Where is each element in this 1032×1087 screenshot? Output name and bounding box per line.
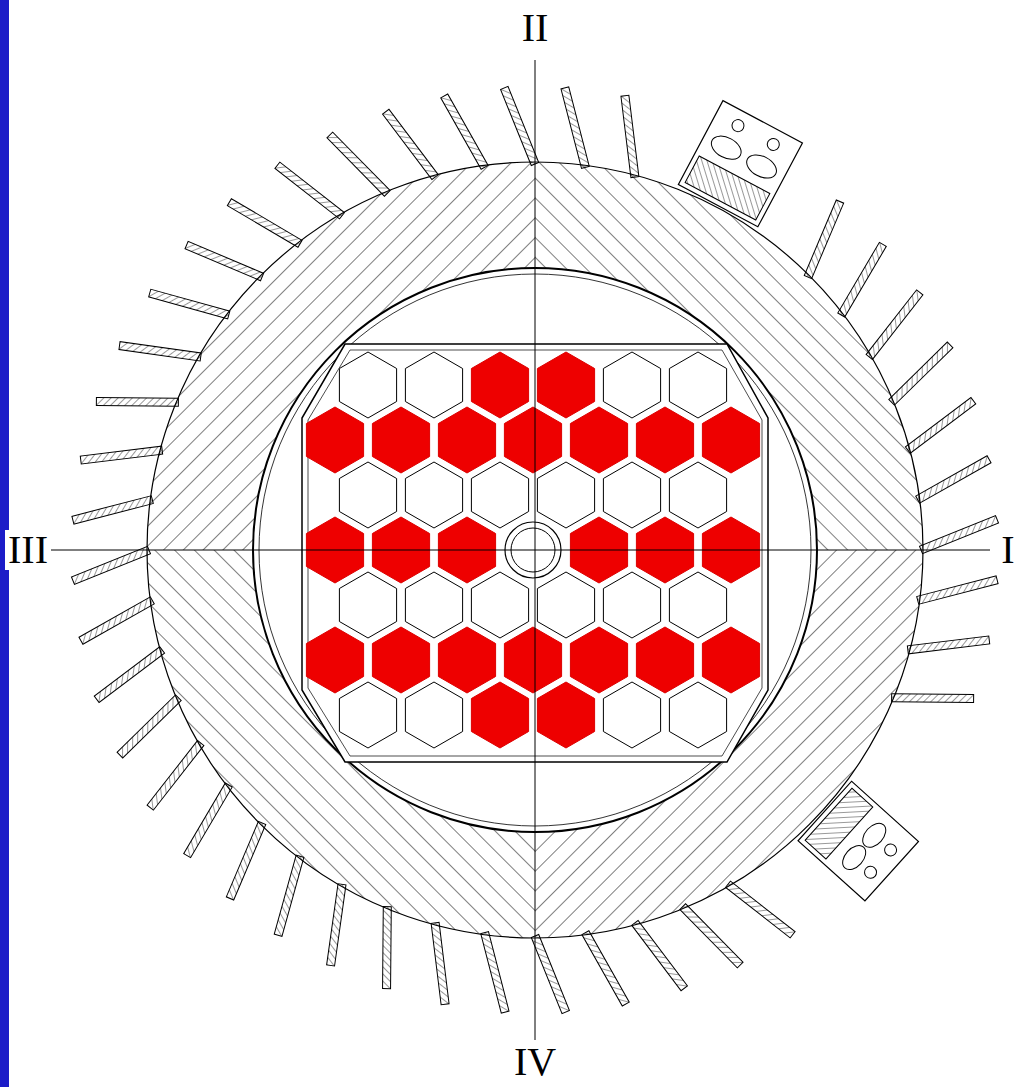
axis-label: II — [519, 8, 552, 48]
axis-label: III — [5, 530, 51, 570]
axis-label: IV — [511, 1042, 559, 1082]
axis-label: I — [998, 530, 1017, 570]
terminal-box — [678, 101, 802, 227]
axis-lines — [50, 60, 990, 1040]
terminal-box — [798, 781, 918, 901]
